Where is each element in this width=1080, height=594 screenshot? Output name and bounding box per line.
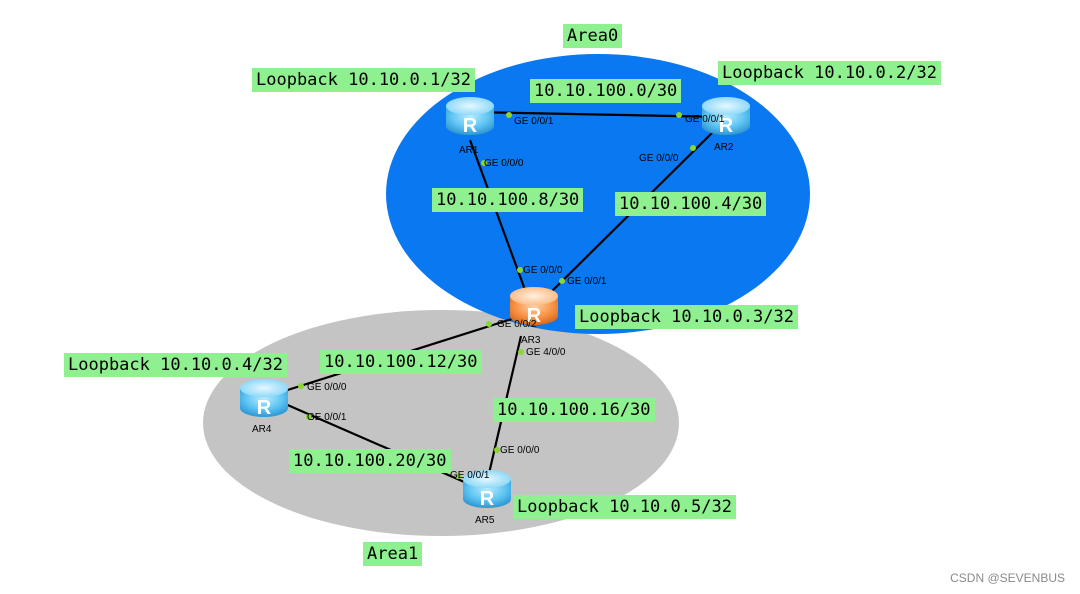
port-label-ar5-ge001: GE 0/0/1 [450,470,490,481]
subnet-label-ar1-ar3: 10.10.100.8/30 [432,188,584,212]
watermark: CSDN @SEVENBUS [950,571,1065,585]
port-label-ar4-ge001: GE 0/0/1 [307,412,347,423]
svg-text:R: R [463,115,478,137]
subnet-label-ar2-ar3: 10.10.100.4/30 [615,192,767,216]
router-ar5-icon[interactable]: R [463,470,511,510]
port-dot [517,267,523,273]
area1-label: Area1 [363,542,423,566]
svg-text:R: R [719,115,734,137]
port-dot [676,112,682,118]
port-label-ar2-ge001: GE 0/0/1 [685,114,725,125]
port-dot [298,383,304,389]
port-label-ar1-ge001: GE 0/0/1 [514,116,554,127]
router-name-ar4: AR4 [252,424,272,435]
port-dot [455,473,461,479]
port-label-ar1-ge000: GE 0/0/0 [484,158,524,169]
router-name-ar2: AR2 [714,142,734,153]
loopback-label-ar5: Loopback 10.10.0.5/32 [513,495,736,519]
port-dot [506,112,512,118]
subnet-label-ar4-ar5: 10.10.100.20/30 [289,449,451,473]
subnet-label-ar1-ar2: 10.10.100.0/30 [530,79,682,103]
subnet-label-ar3-ar5: 10.10.100.16/30 [493,398,655,422]
svg-text:R: R [527,305,542,327]
port-label-ar3-ge002: GE 0/0/2 [497,319,537,330]
area0-label: Area0 [563,24,623,48]
loopback-label-ar3: Loopback 10.10.0.3/32 [575,305,798,329]
port-label-ar3-ge001: GE 0/0/1 [567,276,607,287]
router-ar2-icon[interactable]: R [702,97,750,137]
loopback-label-ar2: Loopback 10.10.0.2/32 [718,61,941,85]
port-dot [481,160,487,166]
port-label-ar3-ge000: GE 0/0/0 [523,265,563,276]
router-name-ar5: AR5 [475,515,495,526]
port-label-ar4-ge000: GE 0/0/0 [307,382,347,393]
router-ar4-icon[interactable]: R [240,379,288,419]
router-ar3-icon[interactable]: R [510,287,558,327]
loopback-label-ar4: Loopback 10.10.0.4/32 [64,353,287,377]
router-name-ar3: AR3 [521,335,541,346]
port-dot [690,145,696,151]
loopback-label-ar1: Loopback 10.10.0.1/32 [252,68,475,92]
svg-text:R: R [257,397,272,419]
link-ar4-ar5 [282,401,479,490]
port-dot [306,414,312,420]
router-ar1-icon[interactable]: R [446,97,494,137]
port-label-ar2-ge000: GE 0/0/0 [639,153,679,164]
port-label-ar3-ge400: GE 4/0/0 [526,347,566,358]
router-name-ar1: AR1 [459,145,479,156]
port-label-ar5-ge000: GE 0/0/0 [500,445,540,456]
port-dot [518,349,524,355]
subnet-label-ar3-ar4: 10.10.100.12/30 [320,350,482,374]
port-dot [494,447,500,453]
port-dot [486,321,492,327]
svg-text:R: R [480,488,495,510]
port-dot [559,278,565,284]
